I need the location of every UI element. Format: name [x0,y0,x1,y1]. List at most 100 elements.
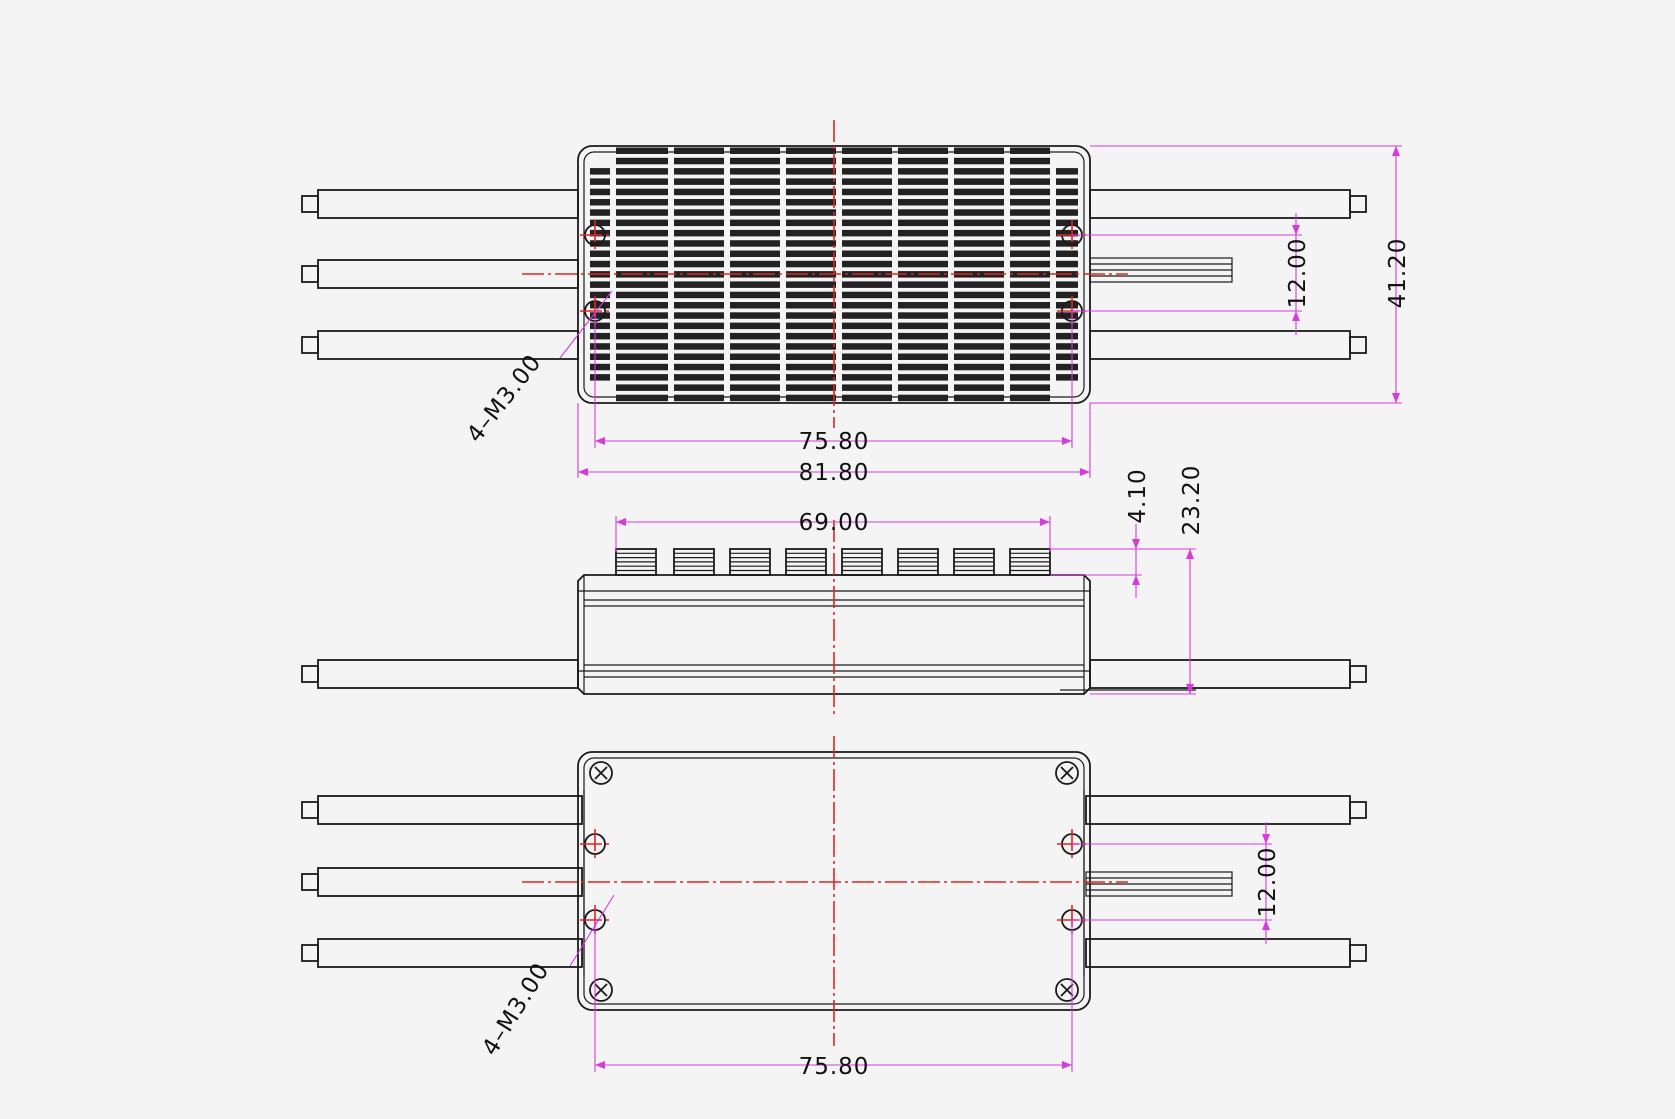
heatsink-fin [1056,322,1078,330]
heatsink-fin [898,281,948,288]
bottom-view-dimensions [569,822,1272,1072]
heatsink-fin [898,353,948,360]
heatsink-fin [786,332,836,340]
heatsink-fin [786,302,836,309]
heatsink-fin [616,302,668,309]
heatsink-fin [616,322,668,330]
heatsink-fin [1056,312,1078,319]
heatsink-fin [786,240,836,247]
heatsink-fin [674,394,724,402]
heatsink-fin [590,322,610,330]
heatsink-fin [616,353,668,360]
heatsink-fin [842,240,892,247]
heatsink-fin [898,219,948,227]
heatsink-fin [730,394,780,402]
heatsink-fin [1010,291,1050,299]
heatsink-fin [1056,363,1078,371]
heatsink-fin [786,281,836,288]
heatsink-fin [1010,374,1050,381]
heatsink-fin [842,229,892,237]
heatsink-fin [730,168,780,175]
heatsink-fin [616,157,668,165]
heatsink-fin [616,188,668,196]
side-fin [953,548,995,576]
heatsink-fin [590,209,610,216]
side-view-heatsink-fins [615,548,1051,576]
heatsink-fin [730,157,780,165]
heatsink-fin [616,384,668,391]
heatsink-fin [954,157,1004,165]
heatsink-fin [842,168,892,175]
heatsink-fin [898,332,948,340]
heatsink-fin [590,188,610,196]
heatsink-fin [786,157,836,165]
heatsink-fin [786,219,836,227]
heatsink-fin [898,384,948,391]
heatsink-fin [954,199,1004,206]
heatsink-fin [898,199,948,206]
heatsink-fin [730,281,780,288]
heatsink-fin [786,322,836,330]
heatsink-fin [674,384,724,391]
heatsink-fin [730,240,780,247]
heatsink-fin [674,281,724,288]
heatsink-fin [954,353,1004,360]
side-fin-span-label: 69.00 [799,510,870,536]
heatsink-fin [1010,188,1050,196]
heatsink-fin [842,188,892,196]
heatsink-fin [674,147,724,154]
heatsink-fin [590,332,610,340]
heatsink-fin [674,343,724,350]
heatsink-fin [1010,147,1050,154]
heatsink-fin [1010,157,1050,165]
heatsink-fin [898,188,948,196]
heatsink-fin [616,363,668,371]
heatsink-fin [1056,281,1078,288]
heatsink-fin [954,281,1004,288]
heatsink-fin [616,394,668,402]
heatsink-fin [842,374,892,381]
heatsink-fin [730,291,780,299]
heatsink-fin [1010,240,1050,247]
side-fin [615,548,657,576]
heatsink-fin [616,312,668,319]
heatsink-fin [616,209,668,216]
heatsink-fin [898,240,948,247]
heatsink-fin [1010,394,1050,402]
heatsink-fin [954,229,1004,237]
heatsink-fin [842,312,892,319]
heatsink-fin [674,302,724,309]
heatsink-fin [954,219,1004,227]
heatsink-fin [1056,353,1078,360]
heatsink-fin [730,363,780,371]
heatsink-fin [1056,291,1078,299]
heatsink-fin [954,363,1004,371]
heatsink-fin [730,343,780,350]
heatsink-fin [786,260,836,268]
heatsink-fin [898,374,948,381]
heatsink-fin [786,188,836,196]
heatsink-fin [786,312,836,319]
heatsink-fin [786,374,836,381]
heatsink-fin [730,312,780,319]
heatsink-fin [786,209,836,216]
side-view-dimensions [615,516,1196,695]
heatsink-fin [842,332,892,340]
heatsink-fin [786,353,836,360]
heatsink-fin [786,271,836,278]
bottom-view-wires-right [1085,795,1367,968]
heatsink-fin [674,363,724,371]
heatsink-fin [590,302,610,309]
heatsink-fin [954,178,1004,185]
heatsink-fin [730,302,780,309]
heatsink-fin [842,322,892,330]
heatsink-fin [954,188,1004,196]
bottom-width-holes-label: 75.80 [799,1054,870,1080]
heatsink-fin [590,168,610,175]
heatsink-fin [1056,374,1078,381]
heatsink-fin [674,291,724,299]
heatsink-fin [898,157,948,165]
heatsink-fin [954,168,1004,175]
heatsink-fin [730,374,780,381]
